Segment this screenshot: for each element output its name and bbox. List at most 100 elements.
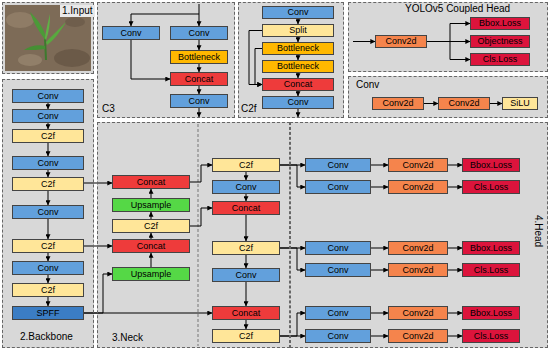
- box-label: Conv: [37, 112, 58, 121]
- box-label: C2f: [41, 180, 55, 189]
- box-label: Concat: [232, 204, 261, 213]
- block-box: Conv2d: [388, 241, 448, 255]
- flow-arrow: [448, 165, 462, 166]
- flow-arrow: [131, 40, 170, 79]
- block-box: Conv2d: [372, 97, 424, 110]
- box-label: Conv: [327, 161, 348, 170]
- block-box: Upsample: [112, 267, 190, 281]
- panel-title: 3.Neck: [112, 333, 143, 343]
- box-label: Bbox.Loss: [470, 309, 512, 318]
- block-box: Concat: [112, 239, 190, 253]
- block-box: Conv: [262, 6, 334, 19]
- block-box: SPFF: [12, 306, 84, 320]
- box-label: Concat: [284, 80, 313, 89]
- block-box: Concat: [112, 175, 190, 189]
- flow-arrow: [249, 31, 262, 85]
- box-label: Conv: [120, 29, 141, 38]
- panel-title: 1.Input: [60, 5, 95, 17]
- box-label: Conv: [37, 208, 58, 217]
- panel-title: C3: [102, 104, 115, 114]
- box-label: Conv: [235, 183, 256, 192]
- block-box: C2f: [212, 329, 280, 343]
- block-box: Conv: [170, 94, 228, 108]
- panel-ground: [2, 79, 94, 348]
- panel-ground: [97, 122, 290, 348]
- flow-arrow: [48, 191, 49, 205]
- block-box: Concat: [170, 72, 228, 86]
- box-label: C2f: [239, 332, 253, 341]
- flow-arrow: [48, 297, 49, 306]
- io-arrows: [131, 4, 375, 117]
- block-box: Bottleneck: [262, 42, 334, 55]
- plant-leaf: [30, 12, 46, 40]
- group-panel: 1.Input: [2, 2, 94, 74]
- flow-arrow: [427, 42, 470, 60]
- input-arrow: [131, 14, 132, 26]
- soil-patch: [54, 49, 90, 67]
- box-label: Conv: [287, 8, 308, 17]
- box-label: Conv: [37, 92, 58, 101]
- block-box: Conv2d: [375, 35, 427, 48]
- flow-arrow: [246, 172, 247, 180]
- box-label: Conv2d: [402, 266, 433, 275]
- flow-arrow: [48, 253, 49, 261]
- box-label: Objectness: [477, 37, 522, 46]
- input-arrow: [199, 4, 200, 26]
- group-panel: YOLOv5 Coupled HeadConv2dBbox.LossObject…: [348, 2, 548, 72]
- flow-arrow: [199, 40, 200, 50]
- block-box: Conv2d: [388, 158, 448, 172]
- block-box: Bbox.Loss: [470, 17, 530, 30]
- block-box: Conv: [12, 261, 84, 275]
- box-label: C2f: [41, 132, 55, 141]
- flow-arrow: [84, 183, 112, 184]
- block-box: Conv2d: [388, 329, 448, 343]
- flow-arrow: [48, 143, 49, 156]
- block-box: Bbox.Loss: [462, 158, 520, 172]
- panel-ground: [97, 2, 235, 118]
- box-label: Bbox.Loss: [470, 161, 512, 170]
- flow-arrow: [371, 187, 388, 188]
- flow-arrow: [427, 24, 470, 42]
- flow-arrow: [371, 165, 388, 166]
- plant-stem: [45, 38, 46, 60]
- input-branch: [131, 14, 199, 15]
- box-label: Bottleneck: [277, 44, 319, 53]
- flow-arrow: [448, 187, 462, 188]
- soil-patch: [18, 54, 42, 66]
- box-label: C2f: [41, 286, 55, 295]
- box-label: Conv2d: [402, 161, 433, 170]
- flow-arrow: [280, 165, 305, 187]
- box-label: Conv: [188, 29, 209, 38]
- block-box: Conv: [305, 306, 371, 320]
- box-label: Bottleneck: [277, 62, 319, 71]
- box-label: Cls.Loss: [474, 183, 509, 192]
- block-box: Concat: [212, 306, 280, 320]
- flow-arrow: [199, 86, 200, 94]
- group-panel: 2.BackboneConvConvC2fConvC2fConvC2fConvC…: [2, 79, 94, 348]
- block-box: C2f: [12, 283, 84, 297]
- flow-arrow: [190, 208, 212, 226]
- box-label: Cls.Loss: [474, 266, 509, 275]
- flow-arrow: [48, 219, 49, 239]
- block-box: Cls.Loss: [470, 53, 530, 66]
- block-box: Bottleneck: [170, 50, 228, 64]
- block-box: SiLU: [502, 97, 538, 110]
- box-label: Conv: [287, 98, 308, 107]
- flow-arrow: [246, 282, 247, 306]
- block-box: C2f: [12, 177, 84, 191]
- block-box: C2f: [112, 219, 190, 233]
- box-label: Conv2d: [402, 332, 433, 341]
- block-box: Conv: [12, 89, 84, 103]
- plant-leaf: [45, 14, 50, 40]
- flow-arrow: [151, 212, 152, 219]
- soil-patch: [65, 17, 85, 27]
- flow-arrow: [84, 246, 112, 247]
- soil-patch: [6, 12, 34, 28]
- input-arrow: [353, 41, 375, 42]
- block-box: Bottleneck: [262, 60, 334, 73]
- box-label: Conv: [327, 332, 348, 341]
- flow-arrow: [448, 248, 462, 249]
- block-box: C2f: [12, 129, 84, 143]
- block-box: Conv: [102, 26, 160, 40]
- box-label: Conv2d: [402, 183, 433, 192]
